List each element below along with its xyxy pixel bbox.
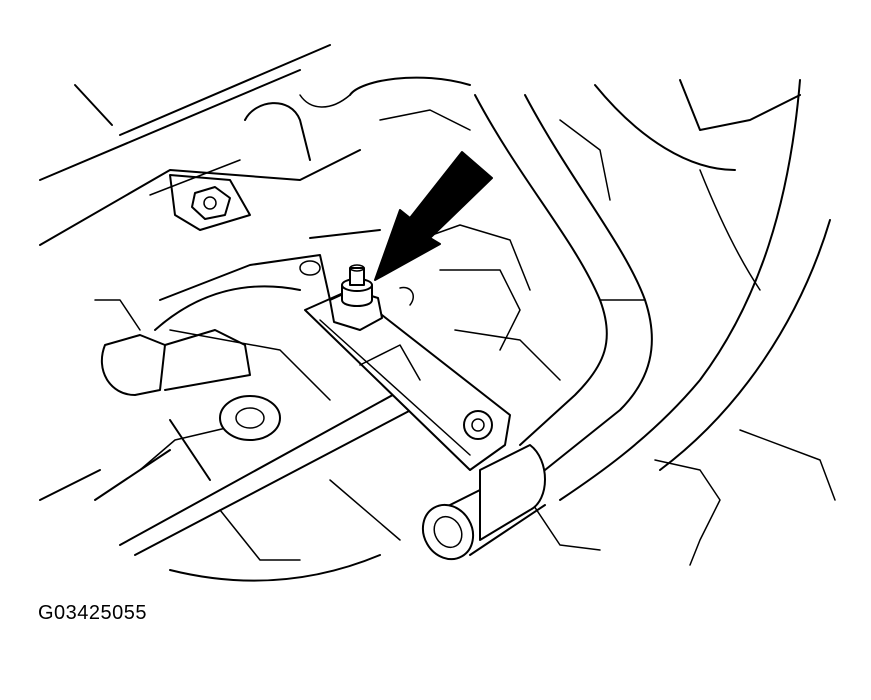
- nut-icon: [329, 264, 383, 331]
- pipe-end: [421, 444, 546, 561]
- right-casing: [559, 79, 836, 566]
- figure-id-label: G03425055: [38, 602, 148, 624]
- bracket-bolt-upper-left: [169, 174, 251, 231]
- engine-block: [94, 224, 601, 582]
- engine-mount-left: [39, 299, 281, 501]
- heater-pipe: [474, 94, 653, 471]
- arrow-icon: [374, 151, 493, 281]
- pipe-bracket: [304, 286, 511, 471]
